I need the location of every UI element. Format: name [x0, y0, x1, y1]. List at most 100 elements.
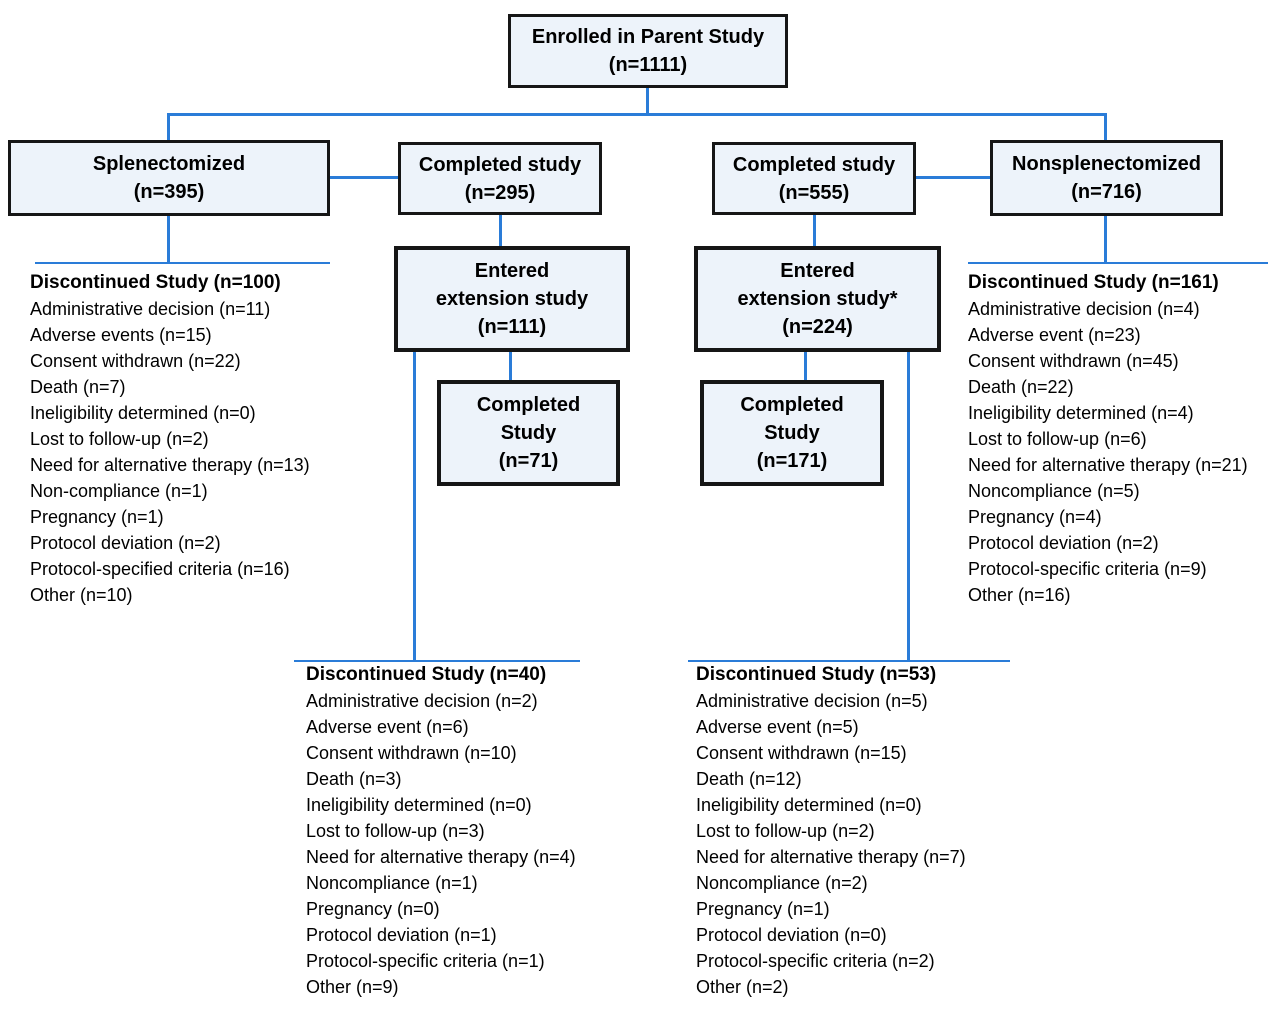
list-item: Consent withdrawn (n=10) [306, 743, 517, 763]
list-item: Ineligibility determined (n=0) [30, 403, 256, 423]
list-item: Protocol-specific criteria (n=9) [968, 559, 1207, 579]
list-item: Protocol-specific criteria (n=2) [696, 951, 935, 971]
list-item: Death (n=3) [306, 769, 402, 789]
connector-ext111-completed71 [509, 350, 512, 382]
list-item: Ineligibility determined (n=4) [968, 403, 1194, 423]
box-completed-study-left: Completed study (n=295) [398, 142, 602, 215]
box-line: (n=1111) [608, 54, 688, 76]
list-item: Non-compliance (n=1) [30, 481, 208, 501]
list-item: Administrative decision (n=11) [30, 299, 271, 319]
list-item: Death (n=7) [30, 377, 126, 397]
list-item: Protocol deviation (n=2) [968, 533, 1159, 553]
rule-extension-right-list [688, 660, 1010, 662]
discontinued-list-splenectomized: Discontinued Study (n=100) Administrativ… [30, 270, 350, 608]
box-line: Study [500, 422, 557, 444]
discontinued-list-nonsplenectomized: Discontinued Study (n=161) Administrativ… [968, 270, 1280, 608]
list-item: Need for alternative therapy (n=7) [696, 847, 966, 867]
connector-to-nonsplenectomized [1104, 113, 1107, 142]
list-item: Death (n=22) [968, 377, 1074, 397]
box-line: extension study* [737, 288, 898, 310]
rule-nonsplenectomized-list [968, 262, 1268, 264]
connector-completed555-down [813, 214, 816, 248]
box-line: Completed study [732, 153, 896, 176]
box-line: Nonsplenectomized [1012, 153, 1201, 175]
list-item: Protocol-specific criteria (n=1) [306, 951, 545, 971]
list-item: Protocol deviation (n=0) [696, 925, 887, 945]
list-heading: Discontinued Study (n=161) [968, 272, 1219, 293]
list-item: Other (n=2) [696, 977, 789, 997]
connector-completed-nonsplenectomized [914, 176, 992, 179]
box-enrolled-parent-study: Enrolled in Parent Study (n=1111) [508, 14, 788, 88]
box-entered-extension-left: Entered extension study (n=111) [394, 246, 630, 352]
rule-splenectomized-list [35, 262, 330, 264]
box-splenectomized: Splenectomized (n=395) [8, 140, 330, 216]
list-item: Need for alternative therapy (n=13) [30, 455, 310, 475]
list-item: Pregnancy (n=4) [968, 507, 1102, 527]
list-item: Administrative decision (n=2) [306, 691, 538, 711]
list-item: Protocol deviation (n=1) [306, 925, 497, 945]
list-item: Administrative decision (n=4) [968, 299, 1200, 319]
list-item: Ineligibility determined (n=0) [306, 795, 532, 815]
connector-ext111-discontinued [413, 350, 416, 662]
connector-ext224-discontinued [907, 350, 910, 662]
list-item: Pregnancy (n=1) [30, 507, 164, 527]
box-line: Completed [476, 394, 581, 416]
box-line: extension study [435, 288, 589, 310]
list-item: Noncompliance (n=5) [968, 481, 1140, 501]
box-completed-study-right: Completed study (n=555) [712, 142, 916, 215]
list-item: Consent withdrawn (n=22) [30, 351, 241, 371]
discontinued-list-extension-left: Discontinued Study (n=40) Administrative… [306, 662, 606, 1000]
list-item: Consent withdrawn (n=45) [968, 351, 1179, 371]
connector-ext224-completed171 [804, 350, 807, 382]
list-item: Other (n=10) [30, 585, 133, 605]
box-line: Entered [780, 260, 855, 282]
list-item: Ineligibility determined (n=0) [696, 795, 922, 815]
box-line: (n=395) [133, 181, 205, 203]
box-line: Study [764, 422, 820, 444]
list-item: Adverse event (n=23) [968, 325, 1141, 345]
box-entered-extension-right: Entered extension study* (n=224) [694, 246, 941, 352]
box-line: (n=295) [464, 181, 536, 204]
list-item: Lost to follow-up (n=6) [968, 429, 1147, 449]
connector-completed295-down [499, 214, 502, 248]
list-item: Protocol deviation (n=2) [30, 533, 221, 553]
box-line: Splenectomized [92, 153, 246, 175]
box-line: (n=555) [778, 181, 850, 204]
box-line: (n=71) [498, 450, 559, 472]
list-item: Need for alternative therapy (n=21) [968, 455, 1248, 475]
list-item: Adverse event (n=6) [306, 717, 469, 737]
list-heading: Discontinued Study (n=100) [30, 272, 281, 293]
connector-main-horizontal [167, 113, 1107, 116]
rule-extension-left-list [294, 660, 580, 662]
list-item: Pregnancy (n=1) [696, 899, 830, 919]
list-item: Consent withdrawn (n=15) [696, 743, 907, 763]
list-item: Adverse events (n=15) [30, 325, 212, 345]
box-line: Entered [474, 260, 550, 282]
connector-enrolled-down [646, 88, 649, 116]
connector-splenectomized-completed [328, 176, 400, 179]
list-item: Protocol-specified criteria (n=16) [30, 559, 290, 579]
list-heading: Discontinued Study (n=53) [696, 664, 937, 685]
box-line: (n=716) [1071, 181, 1142, 203]
list-item: Other (n=16) [968, 585, 1071, 605]
box-line: (n=111) [477, 316, 547, 338]
list-item: Noncompliance (n=2) [696, 873, 868, 893]
discontinued-list-extension-right: Discontinued Study (n=53) Administrative… [696, 662, 1016, 1000]
box-nonsplenectomized: Nonsplenectomized (n=716) [990, 140, 1223, 216]
box-line: Completed [740, 394, 844, 416]
box-line: Completed study [418, 153, 582, 176]
list-item: Lost to follow-up (n=3) [306, 821, 485, 841]
list-item: Noncompliance (n=1) [306, 873, 478, 893]
list-item: Death (n=12) [696, 769, 802, 789]
box-line: (n=224) [782, 316, 853, 338]
box-line: Enrolled in Parent Study [531, 26, 765, 48]
list-item: Need for alternative therapy (n=4) [306, 847, 576, 867]
connector-nonsplenectomized-down [1104, 215, 1107, 264]
box-completed-extension-right: Completed Study (n=171) [700, 380, 884, 486]
list-item: Lost to follow-up (n=2) [696, 821, 875, 841]
list-heading: Discontinued Study (n=40) [306, 664, 547, 685]
box-completed-extension-left: Completed Study (n=71) [437, 380, 620, 486]
box-line: (n=171) [756, 450, 828, 472]
list-item: Administrative decision (n=5) [696, 691, 928, 711]
